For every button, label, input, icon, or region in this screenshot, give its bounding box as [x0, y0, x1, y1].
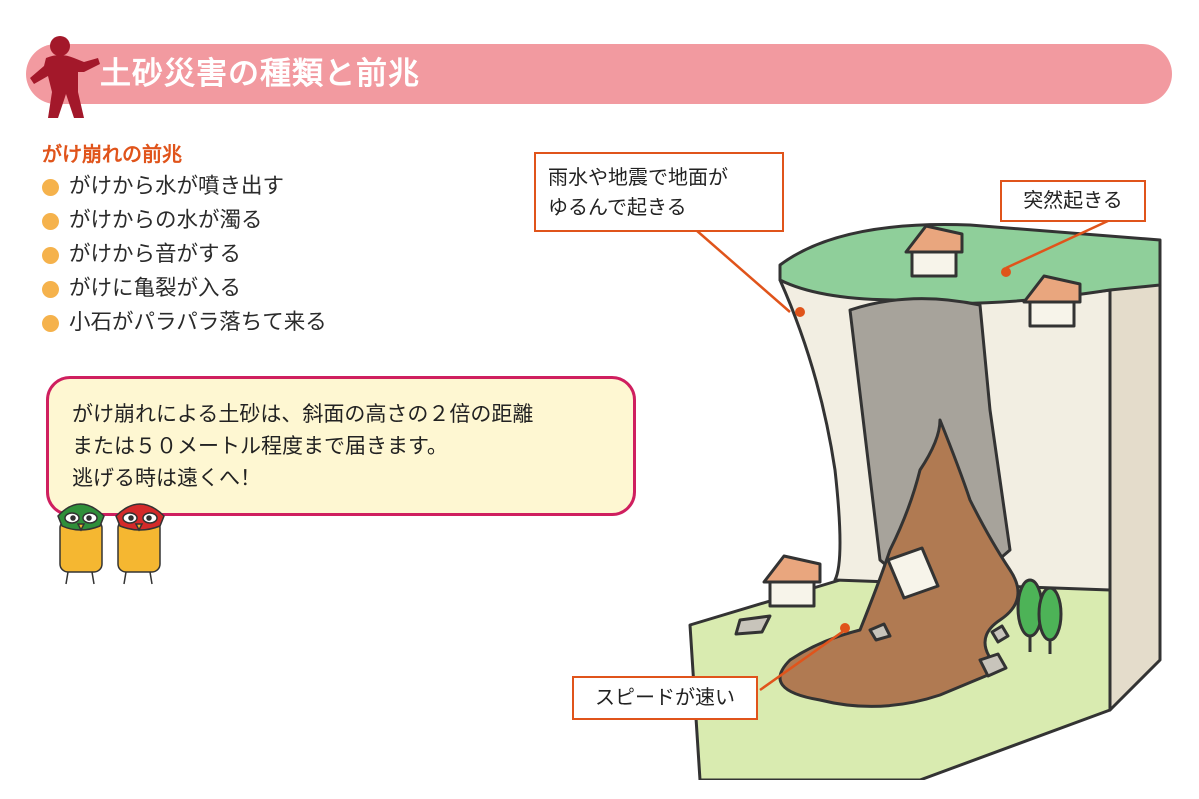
bullet-dot-icon: [42, 212, 59, 230]
list-item: がけから水が噴き出す: [42, 170, 327, 204]
callout-sudden: 突然起きる: [1000, 180, 1146, 222]
section-heading: がけ崩れの前兆: [42, 142, 182, 166]
bullet-dot-icon: [42, 314, 59, 332]
list-item: 小石がパラパラ落ちて来る: [42, 306, 327, 340]
list-item: がけに亀裂が入る: [42, 272, 327, 306]
callout-speed: スピードが速い: [572, 676, 758, 720]
bullet-dot-icon: [42, 280, 59, 298]
landslide-illustration: [688, 218, 1162, 780]
mascot-characters-icon: [57, 503, 165, 585]
page-title: 土砂災害の種類と前兆: [100, 56, 420, 92]
list-item: がけから音がする: [42, 238, 327, 272]
bullet-dot-icon: [42, 246, 59, 264]
note-box: [46, 376, 636, 516]
bullet-dot-icon: [42, 178, 59, 196]
omen-list: がけから水が噴き出す がけからの水が濁る がけから音がする がけに亀裂が入る 小…: [42, 170, 327, 340]
callout-cause: 雨水や地震で地面が ゆるんで起きる: [534, 152, 784, 232]
note-text: がけ崩れによる土砂は、斜面の高さの２倍の距離 または５０メートル程度まで届きます…: [72, 402, 534, 490]
list-item: がけからの水が濁る: [42, 204, 327, 238]
header-bar: [26, 44, 1172, 104]
hero-silhouette-icon: [30, 36, 100, 118]
